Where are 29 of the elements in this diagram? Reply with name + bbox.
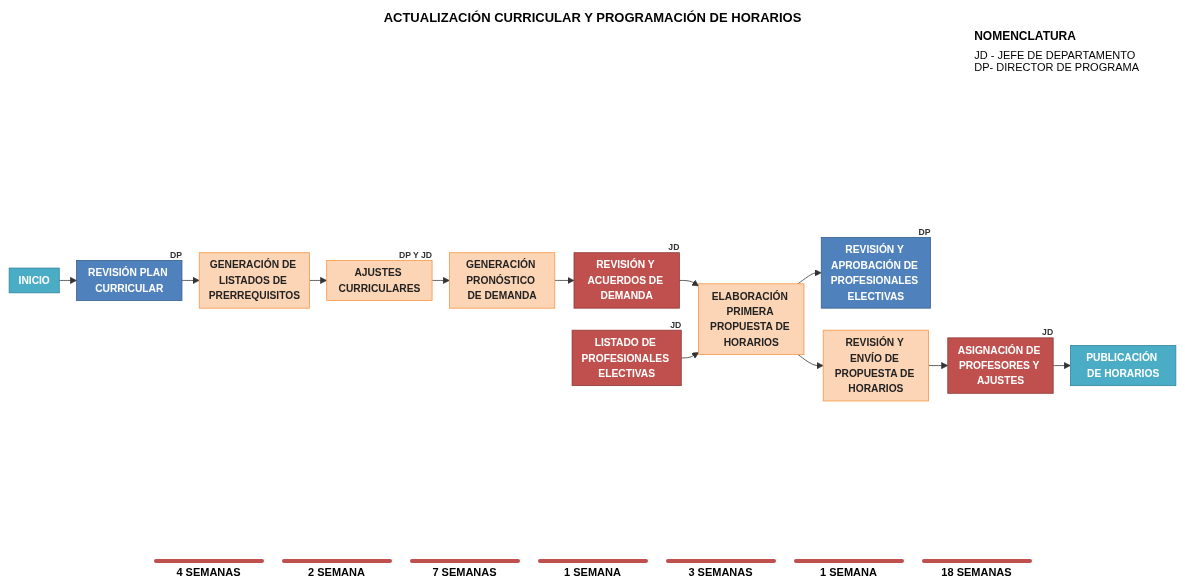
legend-text: DP- DIRECTOR DE PROGRAMA	[974, 61, 1139, 73]
duration-label: 3 SEMANAS	[688, 566, 753, 578]
node-box: REVISIÓN PLAN CURRICULAR	[76, 260, 183, 301]
role-label: JD	[1042, 327, 1054, 338]
diagram-title: ACTUALIZACIÓN CURRICULAR Y PROGRAMACIÓN DE HORARIOS	[383, 10, 802, 25]
node-box: REVISIÓN Y ENVÍO DE PROPUESTA DE HORARIOS	[822, 329, 929, 402]
node-box: REVISIÓN Y ACUERDOS DE DEMANDA	[573, 252, 680, 309]
node-box: PUBLICACIÓN DE HORARIOS	[1070, 345, 1177, 387]
role-label: JD	[668, 242, 680, 253]
duration-label: 1 SEMANA	[564, 566, 621, 578]
node-box: LISTADO DE PROFESIONALES ELECTIVAS	[571, 329, 682, 387]
node-box: GENERACIÓN DE LISTADOS DE PRERREQUISITOS	[198, 252, 310, 309]
role-label: DP	[918, 227, 931, 238]
role-label: JD	[670, 319, 682, 330]
node-box: GENERACIÓN PRONÓSTICO DE DEMANDA	[449, 252, 556, 309]
role-label: DP	[169, 250, 182, 261]
duration-label: 4 SEMANAS	[176, 566, 241, 578]
node-box: INICIO	[8, 267, 60, 294]
node-box: REVISIÓN Y APROBACIÓN DE PROFESIONALES ELECTIVAS	[820, 237, 931, 309]
node-box: ASIGNACIÓN DE PROFESORES Y AJUSTES	[947, 337, 1054, 394]
node-box: AJUSTES CURRICULARES	[326, 260, 433, 301]
duration-label: 2 SEMANA	[308, 566, 365, 578]
role-label: DP Y JD	[398, 250, 433, 261]
node-box: ELABORACIÓN PRIMERA PROPUESTA DE HORARIOS	[698, 283, 805, 355]
duration-label: 18 SEMANAS	[941, 566, 1012, 578]
legend-text: JD - JEFE DE DEPARTAMENTO	[974, 49, 1137, 61]
duration-label: 7 SEMANAS	[432, 566, 497, 578]
legend-heading: NOMENCLATURA	[974, 29, 1077, 43]
duration-label: 1 SEMANA	[820, 566, 877, 578]
